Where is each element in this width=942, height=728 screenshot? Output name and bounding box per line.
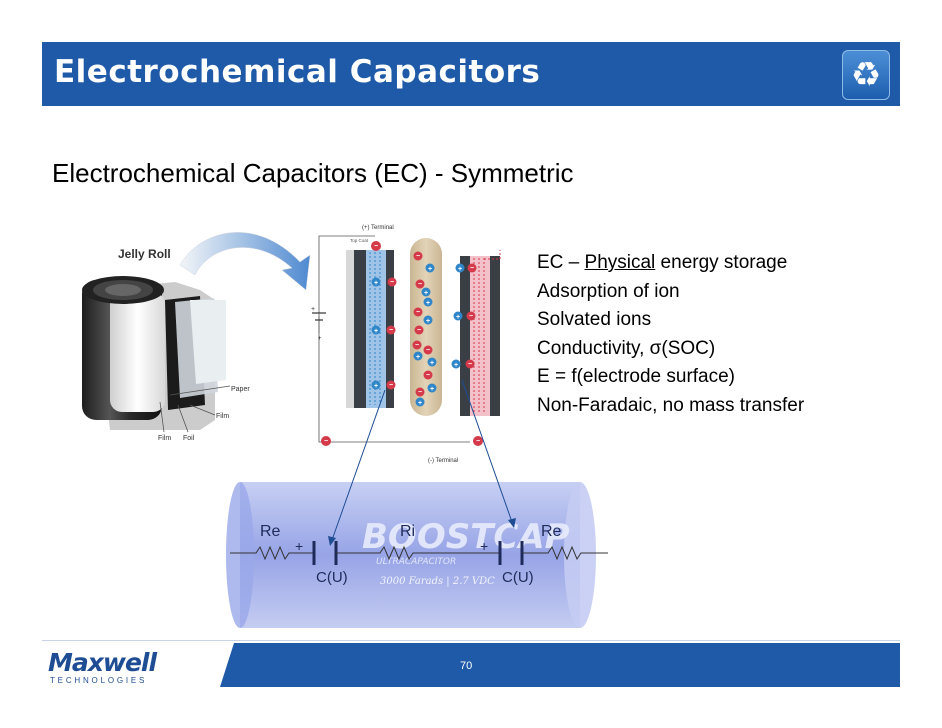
svg-text:+: + [430, 360, 434, 367]
cu-left-label: C(U) [316, 569, 348, 586]
svg-text:−: − [469, 313, 473, 320]
svg-text:+: + [318, 336, 322, 342]
svg-text:+: + [416, 354, 420, 361]
logo-wordmark: Maxwell [48, 648, 157, 677]
jelly-roll-illustration: Jelly Roll Paper Film Film Foil [82, 247, 250, 442]
recycle-icon: ♻ [842, 50, 890, 100]
svg-text:+: + [424, 290, 428, 297]
title-bar: Electrochemical Capacitors ♻ [42, 42, 900, 106]
maxwell-logo: Maxwell TECHNOLOGIES [48, 648, 188, 688]
curved-arrow-icon [179, 232, 311, 291]
top-coat-label: Top Coat [350, 238, 369, 243]
svg-text:−: − [417, 327, 421, 334]
svg-text:+: + [480, 538, 488, 554]
svg-text:−: − [468, 361, 472, 368]
bullet-line-2: Adsorption of ion [537, 280, 680, 302]
boostcap-cylinder: BOOSTCAP ULTRACAPACITOR 3000 Farads | 2.… [226, 482, 596, 628]
svg-text:+: + [374, 328, 378, 335]
boostcap-brand: BOOSTCAP [362, 517, 570, 557]
boostcap-spec: 3000 Farads | 2.7 VDC [380, 576, 495, 587]
bullet-line-1: EC – Physical energy storage [537, 249, 804, 278]
boostcap-sub: ULTRACAPACITOR [376, 557, 456, 567]
svg-text:+: + [295, 538, 303, 554]
slide-title: Electrochemical Capacitors [54, 54, 541, 90]
energy-storage-text: energy storage [655, 252, 788, 273]
svg-text:+: + [430, 386, 434, 393]
svg-text:+: + [428, 266, 432, 273]
paper-label: Paper [231, 386, 250, 393]
svg-text:+: + [311, 306, 315, 313]
dash: – [563, 252, 585, 273]
plus-terminal-label: (+) Terminal [362, 225, 394, 231]
film-right-label: Film [216, 413, 229, 420]
equivalent-circuit: + + Re Ri Re C(U) C(U) [230, 379, 608, 586]
bullet-list: EC – Physical energy storage Adsorption … [537, 249, 804, 420]
svg-text:−: − [416, 309, 420, 316]
svg-text:−: − [418, 281, 422, 288]
jelly-roll-label: Jelly Roll [118, 247, 171, 261]
bullet-line-3: Solvated ions [537, 309, 652, 330]
svg-text:+: + [458, 266, 462, 273]
svg-text:+: + [374, 280, 378, 287]
svg-text:−: − [415, 342, 419, 349]
svg-text:+: + [426, 318, 430, 325]
svg-text:−: − [426, 347, 430, 354]
ri-label: Ri [400, 523, 415, 540]
svg-text:−: − [426, 372, 430, 379]
foil-label: Foil [183, 435, 195, 442]
roll-inner [110, 292, 165, 412]
svg-text:−: − [418, 389, 422, 396]
svg-text:−: − [324, 438, 328, 445]
footer-band [220, 643, 900, 687]
svg-text:+: + [418, 400, 422, 407]
svg-text:+: + [426, 300, 430, 307]
svg-text:−: − [389, 327, 393, 334]
svg-text:−: − [390, 279, 394, 286]
film-left-label: Film [158, 435, 171, 442]
footer-divider [42, 640, 900, 641]
slide-subtitle: Electrochemical Capacitors (EC) - Symmet… [52, 158, 574, 188]
re-left-label: Re [260, 523, 281, 540]
physical-term: Physical [584, 252, 656, 273]
svg-text:+: + [374, 383, 378, 390]
re-right-label: Re [541, 523, 562, 540]
svg-text:−: − [374, 243, 378, 250]
svg-text:−: − [470, 265, 474, 272]
minus-terminal-label: (-) Terminal [428, 458, 458, 464]
svg-text:−: − [476, 438, 480, 445]
svg-text:−: − [416, 253, 420, 260]
bullet-line-4: Conductivity, σ(SOC) [537, 337, 716, 359]
page-number: 70 [460, 660, 473, 672]
bullet-line-6: Non-Faradaic, no mass transfer [537, 394, 805, 416]
svg-text:−: − [389, 382, 393, 389]
svg-text:+: + [456, 314, 460, 321]
logo-subtext: TECHNOLOGIES [50, 676, 148, 685]
svg-text:+: + [454, 362, 458, 369]
cu-right-label: C(U) [502, 569, 534, 586]
bullet-line-5: E = f(electrode surface) [537, 366, 736, 387]
cell-schematic: (+) Terminal Top Coat + + (-) Terminal [311, 225, 501, 464]
ec-term: EC [537, 252, 564, 273]
